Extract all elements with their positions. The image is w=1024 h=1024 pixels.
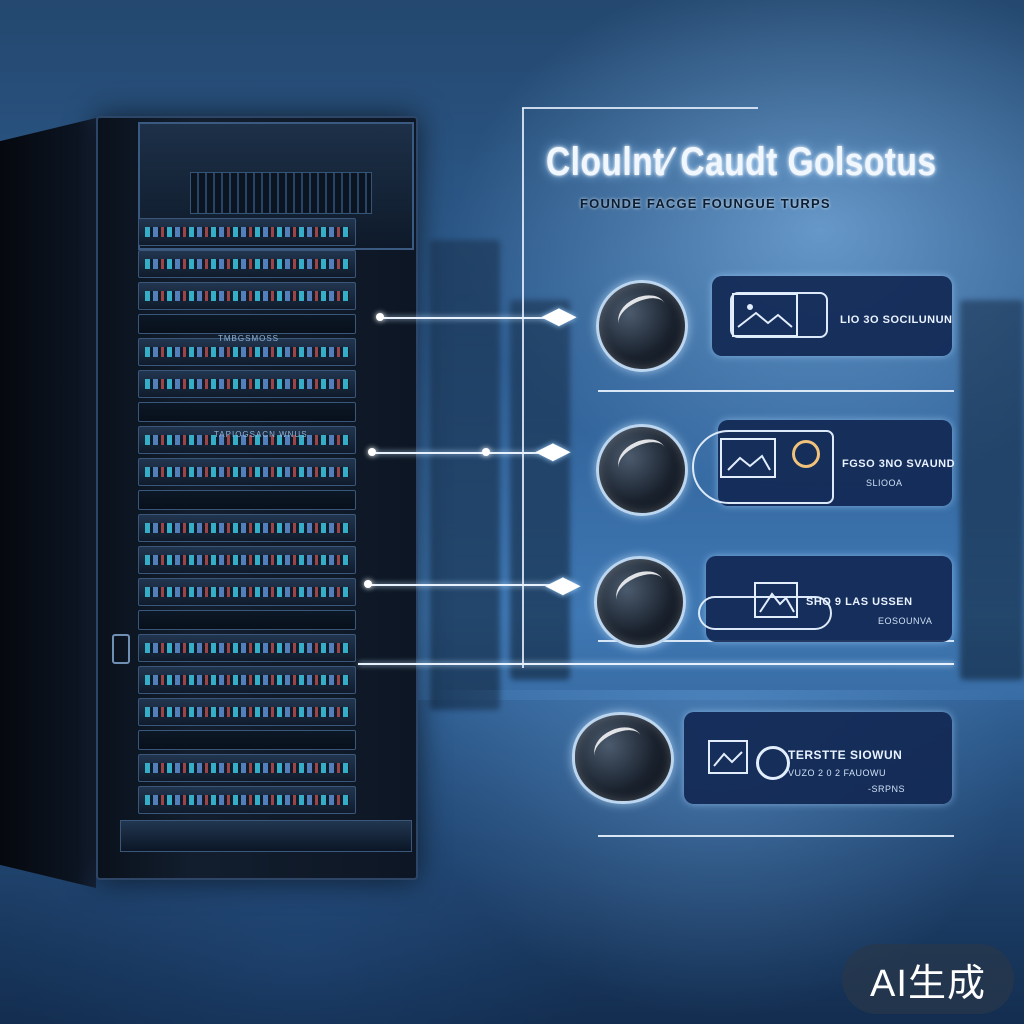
connector-dot: [364, 580, 372, 588]
card-subtext: -SRPNS: [868, 784, 906, 794]
image-icon: [720, 438, 776, 478]
panel-frame: [522, 108, 524, 668]
divider: [598, 835, 954, 837]
server-unit: [138, 426, 356, 454]
lens-ring-icon: [756, 746, 790, 780]
page-subtitle: FOUNDE FACGE FOUNGUE TURPS: [580, 196, 831, 211]
server-unit: [138, 250, 356, 278]
card-text: LIO 3O SOCILUNUN: [840, 314, 953, 326]
server-unit: [138, 666, 356, 694]
server-unit: [138, 634, 356, 662]
card-text: FGSO 3NO SVAUND: [842, 458, 956, 470]
page-title: Cloulnt⁄ Caudt Golsotus: [546, 140, 937, 184]
card-subtext: SLIOOA: [866, 478, 903, 488]
node-lens-4: [572, 712, 674, 804]
rack-base: [120, 820, 412, 852]
lens-ring-icon: [792, 440, 820, 468]
server-unit-blank: [138, 490, 356, 510]
server-unit: [138, 546, 356, 574]
plug-icon: ◀▶: [542, 303, 576, 328]
lens-glint: [612, 432, 672, 484]
server-unit-blank: [138, 610, 356, 630]
info-card-2[interactable]: FGSO 3NO SVAUND SLIOOA: [692, 420, 956, 506]
card-subtext: VUZO 2 0 2 FAUOWU: [788, 768, 887, 778]
rack-handle: [112, 634, 130, 664]
card-frame: [698, 596, 832, 630]
ai-generated-badge: AI生成: [842, 944, 1014, 1014]
server-unit: [138, 218, 356, 246]
server-unit: [138, 458, 356, 486]
connector-dot: [368, 448, 376, 456]
landscape-icon: [732, 293, 798, 337]
card-text: TERSTTE SIOWUN: [788, 748, 903, 762]
connector-dot: [482, 448, 490, 456]
server-unit: [138, 578, 356, 606]
server-rack-side: [0, 118, 96, 888]
info-card-4[interactable]: TERSTTE SIOWUN VUZO 2 0 2 FAUOWU -SRPNS: [684, 712, 952, 804]
info-card-1[interactable]: LIO 3O SOCILUNUN: [712, 276, 952, 356]
lens-glint: [610, 564, 670, 616]
server-unit: [138, 338, 356, 366]
connector-line: [372, 452, 540, 454]
photo-icon: [708, 740, 748, 774]
plug-icon: ◀▶: [536, 438, 570, 463]
node-lens-3: [594, 556, 686, 648]
server-rack-vent: [190, 172, 372, 214]
lens-glint: [588, 720, 648, 772]
node-lens-2: [596, 424, 688, 516]
panel-frame: [522, 107, 758, 109]
connector-dot: [376, 313, 384, 321]
background-rack: [960, 300, 1024, 680]
server-unit-blank: [138, 402, 356, 422]
server-unit: [138, 282, 356, 310]
divider: [598, 390, 954, 392]
node-lens-1: [596, 280, 688, 372]
connector-line: [380, 317, 548, 319]
server-unit: [138, 370, 356, 398]
info-card-3[interactable]: SHO 9 LAS USSEN EOSOUNVA: [698, 556, 952, 642]
server-unit-blank: [138, 314, 356, 334]
background-rack: [430, 240, 500, 710]
background-rack: [510, 300, 570, 680]
card-frame: [692, 430, 834, 504]
card-subtext: EOSOUNVA: [878, 616, 933, 626]
server-unit: [138, 786, 356, 814]
server-unit: [138, 514, 356, 542]
plug-icon: ◀▶: [546, 572, 580, 597]
card-text: SHO 9 LAS USSEN: [806, 596, 913, 608]
mountain-icon: [754, 582, 798, 618]
connector-line: [358, 663, 954, 665]
rack-label: TMBGSMOSS: [218, 334, 280, 343]
server-unit: [138, 698, 356, 726]
server-unit-blank: [138, 730, 356, 750]
rack-label: TAPIOGSACN WNUS: [214, 430, 308, 439]
connector-line: [368, 584, 550, 586]
server-unit: [138, 754, 356, 782]
lens-glint: [612, 288, 672, 340]
server-rack-units: [138, 218, 356, 818]
